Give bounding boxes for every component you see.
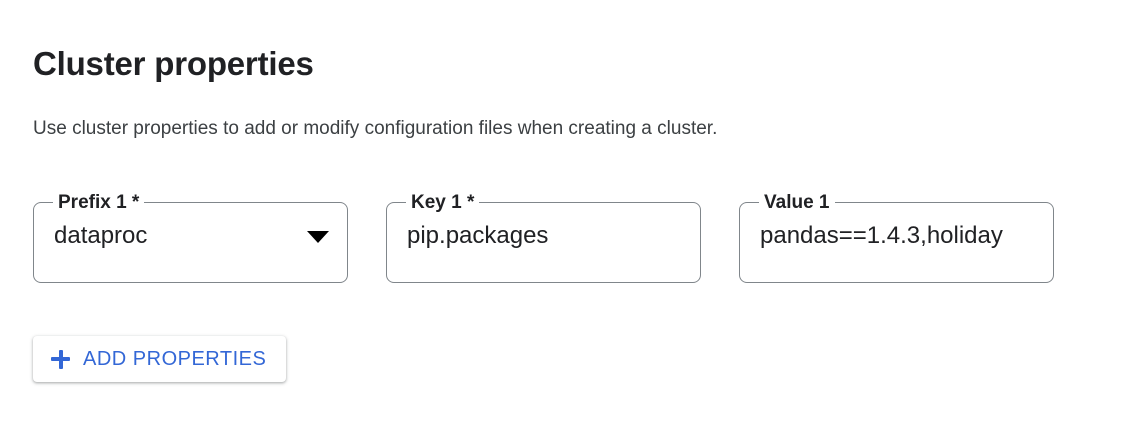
property-row-1: Prefix 1 * dataproc Key 1 * pip.packages…: [33, 191, 1054, 283]
key-field-label: Key 1 *: [406, 191, 480, 215]
value-input-field[interactable]: Value 1 pandas==1.4.3,holiday: [739, 191, 1054, 283]
key-input-field[interactable]: Key 1 * pip.packages: [386, 191, 701, 283]
key-input-value: pip.packages: [407, 222, 549, 249]
plus-icon: [51, 349, 70, 369]
add-properties-label: ADD PROPERTIES: [83, 348, 267, 370]
page-description: Use cluster properties to add or modify …: [33, 118, 718, 139]
chevron-down-icon[interactable]: [307, 231, 329, 243]
prefix-select-field[interactable]: Prefix 1 * dataproc: [33, 191, 348, 283]
value-field-label: Value 1: [759, 191, 835, 215]
value-input-value: pandas==1.4.3,holiday: [760, 222, 1003, 249]
prefix-field-label: Prefix 1 *: [53, 191, 145, 215]
prefix-select-value: dataproc: [54, 222, 148, 249]
add-properties-button[interactable]: ADD PROPERTIES: [33, 336, 287, 382]
page-title: Cluster properties: [33, 45, 314, 83]
